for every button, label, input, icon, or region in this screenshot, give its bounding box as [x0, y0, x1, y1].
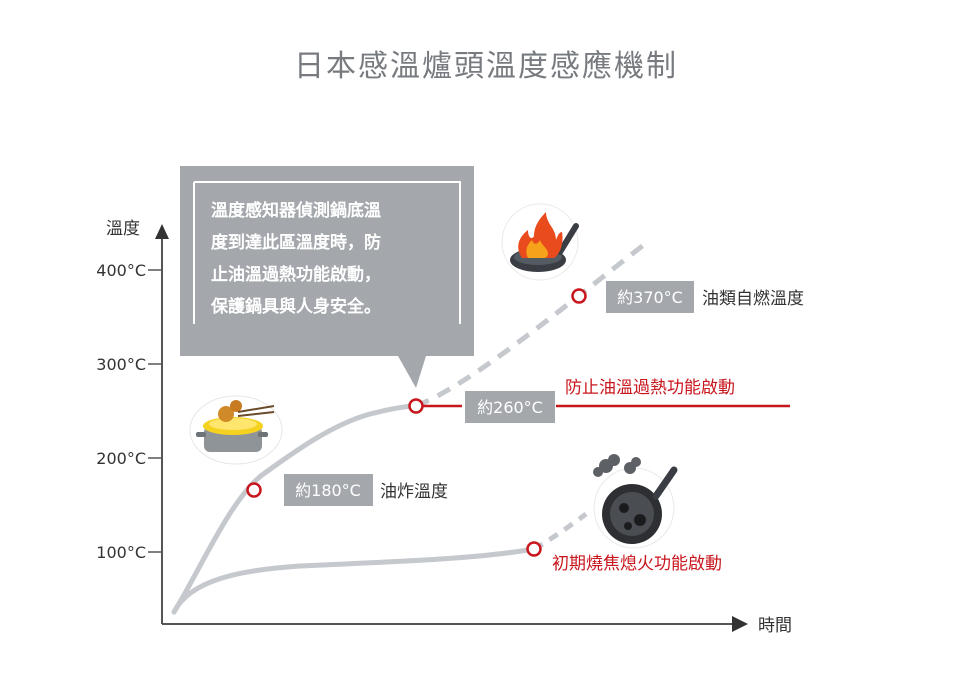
point-370: 約370°C 油類自燃溫度 [571, 281, 804, 313]
y-tick-label: 400°C [96, 261, 146, 280]
point-260: 約260°C 防止油溫過熱功能啟動 [408, 378, 735, 423]
fried-food-pot-icon [189, 395, 283, 465]
y-tick-label: 300°C [96, 355, 146, 374]
page-title: 日本感溫爐頭溫度感應機制 [294, 49, 678, 84]
point-180: 約180°C 油炸溫度 [246, 474, 448, 506]
point-label-red: 防止油溫過熱功能啟動 [565, 378, 735, 398]
temp-tag [284, 474, 373, 506]
callout-line: 保護鍋具與人身安全。 [210, 296, 381, 317]
marker-circle [408, 398, 424, 414]
point-burnt: 初期燒焦熄火功能啟動 [526, 541, 722, 574]
callout-line: 止油溫過熱功能啟動， [211, 264, 381, 285]
point-label: 油炸溫度 [380, 482, 448, 502]
y-tick-label: 100°C [96, 543, 146, 562]
temp-tag [465, 391, 555, 423]
flaming-pan-icon [501, 203, 579, 281]
y-axis-label: 溫度 [106, 219, 140, 239]
marker-circle [526, 541, 542, 557]
callout-bracket [194, 181, 461, 324]
low-temp-curve [171, 546, 537, 615]
callout-line: 度到達此區溫度時，防 [211, 232, 381, 253]
y-axis-arrow-icon [155, 224, 169, 239]
marker-circle [571, 288, 587, 304]
y-tick-label: 200°C [96, 449, 146, 468]
x-axis-label: 時間 [758, 616, 792, 636]
axes: 溫度 時間 400°C 300°C 200°C 100°C [96, 219, 792, 636]
high-temp-curve [171, 403, 419, 615]
low-temp-curve-dashed [532, 511, 588, 552]
high-temp-curve-dashed [415, 238, 652, 409]
callout: 溫度感知器偵測鍋底溫 度到達此區溫度時，防 止油溫過熱功能啟動， 保護鍋具與人身… [180, 166, 474, 388]
temp-tag-text: 約260°C [477, 398, 543, 417]
burnt-pan-smoke-icon [593, 454, 678, 549]
point-label: 油類自燃溫度 [702, 289, 804, 309]
temp-tag [606, 281, 694, 313]
temp-tag-text: 約370°C [617, 288, 683, 307]
x-axis-arrow-icon [732, 616, 748, 632]
temp-tag-text: 約180°C [295, 481, 361, 500]
callout-line: 溫度感知器偵測鍋底溫 [211, 200, 381, 221]
marker-circle [246, 482, 262, 498]
callout-box [180, 166, 474, 388]
point-label-red: 初期燒焦熄火功能啟動 [552, 554, 722, 574]
